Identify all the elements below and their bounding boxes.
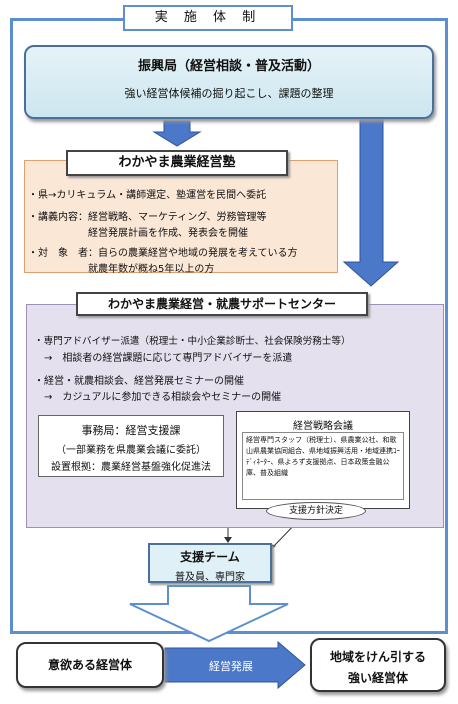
center-line-2: → 相談者の経営課題に応じて専門アドバイザーを派遣 — [34, 353, 293, 364]
strategy-council-title: 経営戦略会議 — [293, 421, 353, 432]
strong-farm-line-1: 地域をけん引する — [329, 650, 426, 664]
center-line-4: → カジュアルに参加できる相談会やセミナーの開催 — [34, 392, 282, 403]
arrow-promo-to-center — [342, 118, 400, 287]
motivated-farm-box: 意欲ある経営体 — [16, 642, 164, 688]
juku-box — [24, 160, 338, 273]
support-center-title: わかやま農業経営・就農サポートセンター — [76, 292, 368, 316]
secretariat-line-2: （一部業務を県農業会議に委託） — [56, 445, 206, 456]
promotion-bureau-title: 振興局（経営相談・普及活動） — [137, 59, 320, 74]
strategy-council-members: 経営専門スタッフ（税理士）、県農業公社、和歌山県農業協同組合、県地域振興活用・地… — [242, 432, 404, 500]
juku-line-5: 就農年数が概ね5年以上の方 — [28, 264, 215, 275]
secretariat-box: 事務局：経営支援課 （一部業務を県農業会議に委託） 設置根拠：農業経営基盤強化促… — [38, 415, 224, 477]
support-team-box: 支援チーム 普及員、専門家 — [148, 543, 272, 583]
page-title: 実 施 体 制 — [123, 5, 293, 31]
policy-decision-label: 支援方針決定 — [266, 502, 366, 520]
center-line-3: ・経営・就農相談会、経営発展セミナーの開催 — [34, 376, 244, 387]
support-team-title: 支援チーム — [180, 550, 240, 564]
strong-farm-line-2: 強い経営体 — [347, 671, 408, 685]
center-line-1: ・専門アドバイザー派遣（税理士・中小企業診断士、社会保険労務士等） — [34, 336, 351, 347]
secretariat-line-3: 設置根拠：農業経営基盤強化促進法 — [51, 462, 211, 473]
arrow-management-development — [164, 640, 306, 690]
arrow-promo-to-juku — [152, 120, 202, 147]
management-development-label: 経営発展 — [209, 660, 253, 673]
juku-line-3: 経営発展計画を作成、発表会を開催 — [28, 228, 248, 239]
strong-farm-box: 地域をけん引する 強い経営体 — [310, 638, 446, 692]
juku-line-2: ・講義内容：経営戦略、マーケティング、労務管理等 — [28, 212, 267, 223]
secretariat-line-1: 事務局：経営支援課 — [81, 424, 181, 437]
juku-title: わかやま農業経営塾 — [66, 150, 288, 176]
juku-line-1: ・県→カリキュラム・講師選定、塾運営を民間へ委託 — [28, 190, 267, 201]
juku-line-4: ・対 象 者：自らの農業経営や地域の発展を考えている方 — [28, 248, 298, 259]
arrow-to-bottom — [129, 585, 289, 643]
support-team-subtitle: 普及員、専門家 — [175, 572, 245, 583]
promotion-bureau-description: 強い経営体候補の掘り起こし、課題の整理 — [124, 87, 334, 100]
promotion-bureau-box: 振興局（経営相談・普及活動） 強い経営体候補の掘り起こし、課題の整理 — [24, 45, 434, 119]
